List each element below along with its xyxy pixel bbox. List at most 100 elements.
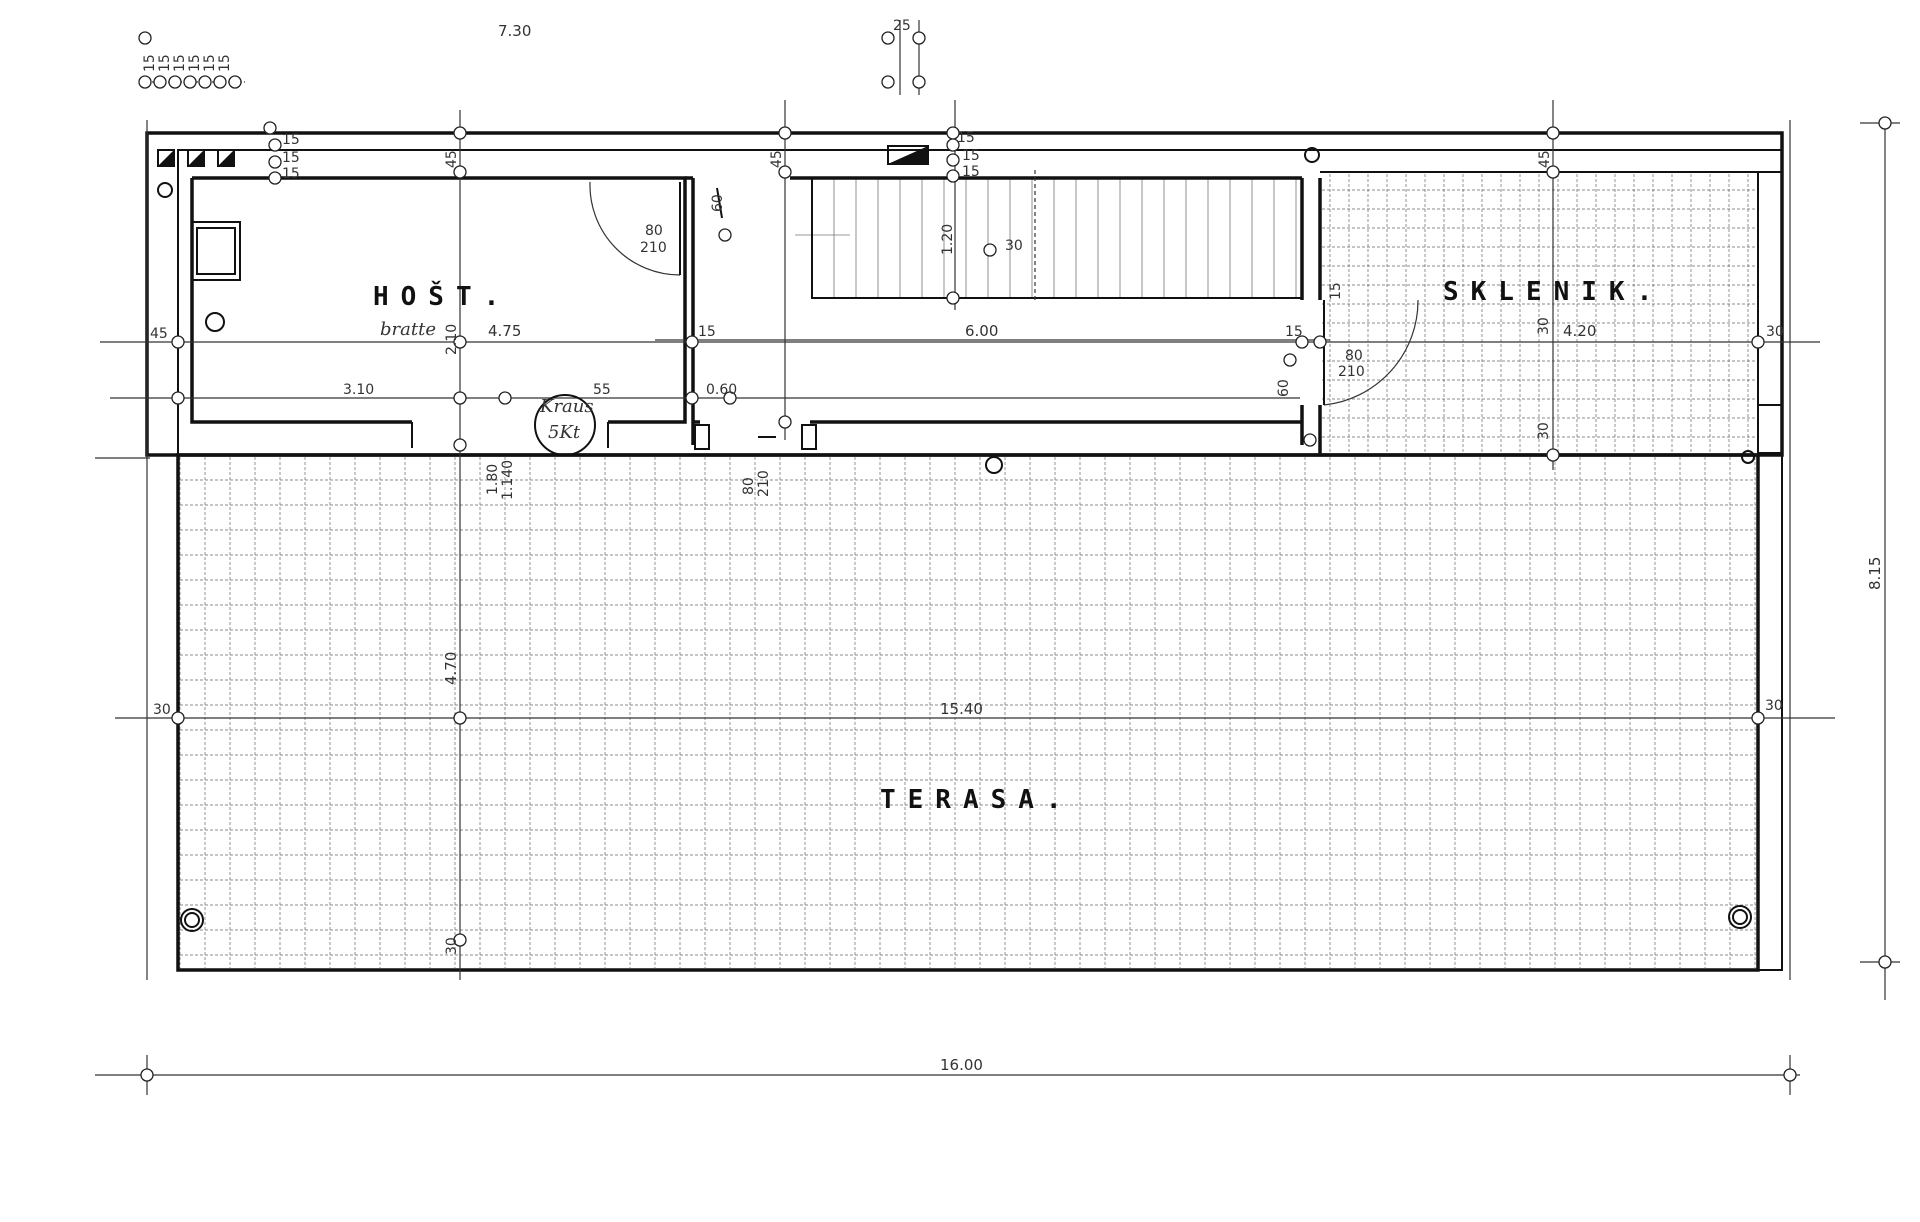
dimension-marker: [1546, 448, 1560, 462]
dim-door-b-210: 210: [1338, 364, 1365, 380]
dim-15-wall-left-1: 15: [282, 132, 300, 148]
room-label-terasa: TERASA.: [880, 785, 1074, 815]
dimension-lines: [95, 20, 1900, 1095]
dimension-marker: [723, 391, 737, 405]
dim-1540: 15.40: [940, 700, 983, 718]
dimension-marker: [263, 121, 277, 135]
dimension-marker: [138, 31, 152, 45]
handwritten-note-5kt: 5Kt: [548, 422, 581, 443]
dimension-marker: [171, 335, 185, 349]
dim-15-left: 15: [698, 324, 716, 340]
dim-60-b: 60: [1276, 379, 1292, 397]
interior-walls: [190, 171, 1783, 455]
dimension-marker: [778, 415, 792, 429]
dim-30-stair: 30: [1005, 238, 1023, 254]
dimension-marker: [171, 391, 185, 405]
dimension-marker: [1751, 711, 1765, 725]
dimension-marker: [138, 75, 152, 89]
dimension-marker: [213, 75, 227, 89]
greenhouse-tile-grid: [1322, 174, 1756, 453]
dimension-marker: [685, 335, 699, 349]
dimension-marker: [946, 153, 960, 167]
dim-15-wall-mid-2: 15: [962, 148, 980, 164]
room-label-host: HOŠT.: [373, 280, 511, 312]
dim-1140: 1.140: [500, 460, 516, 500]
dimension-marker: [498, 391, 512, 405]
dimension-marker: [228, 75, 242, 89]
dimension-marker: [453, 165, 467, 179]
dim-door-a-80: 80: [645, 223, 663, 239]
dim-15-right: 15: [1285, 324, 1303, 340]
dim-15-wall-mid-3: 15: [962, 164, 980, 180]
dimension-marker: [778, 165, 792, 179]
dim-600: 6.00: [965, 322, 998, 340]
dim-door-b-80: 80: [1345, 348, 1363, 364]
dim-15-wall-mid-1: 15: [957, 130, 975, 146]
dim-55: 55: [593, 382, 611, 398]
dimension-marker: [268, 171, 282, 185]
room-label-sklenik: SKLENIK.: [1443, 277, 1664, 307]
dimension-marker: [1295, 335, 1309, 349]
dim-15-wall-left-3: 15: [282, 166, 300, 182]
dim-475: 4.75: [488, 322, 521, 340]
dimension-marker: [912, 31, 926, 45]
terrace-tile-grid: [179, 457, 1756, 968]
dim-30-sk: 30: [1536, 422, 1552, 440]
staircase-treads: [795, 178, 1297, 298]
dim-120: 1.20: [940, 224, 956, 255]
dimension-marker: [778, 126, 792, 140]
dim-470: 4.70: [442, 652, 460, 685]
dim-door-c-80: 80: [741, 477, 757, 495]
dim-45-b: 45: [769, 150, 785, 168]
dim-310: 3.10: [343, 382, 374, 398]
dimension-marker: [183, 75, 197, 89]
dim-30-sk2: 30: [1536, 317, 1552, 335]
dim-2-10: 2.10: [444, 324, 460, 355]
dimension-marker: [1878, 116, 1892, 130]
dimension-marker: [1546, 165, 1560, 179]
dimension-marker: [946, 169, 960, 183]
dimension-marker: [453, 933, 467, 947]
dim-door-c-210: 210: [756, 470, 772, 497]
dim-180: 1.80: [485, 464, 501, 495]
dim-1600: 16.00: [940, 1056, 983, 1074]
dimension-marker: [1783, 1068, 1797, 1082]
outer-walls: [145, 131, 1784, 972]
dim-30-bottom: 30: [444, 937, 460, 955]
dim-45-d: 45: [150, 326, 168, 342]
dimension-marker: [168, 75, 182, 89]
dim-45-a: 45: [444, 150, 460, 168]
dim-420: 4.20: [1563, 322, 1596, 340]
dimension-marker: [685, 391, 699, 405]
dim-815: 8.15: [1866, 557, 1884, 590]
dimension-marker: [946, 291, 960, 305]
dimension-marker: [1751, 335, 1765, 349]
dimension-marker: [268, 138, 282, 152]
dimension-marker: [881, 75, 895, 89]
dim-25: 25: [893, 18, 911, 34]
dim-15-stack-5: 15: [202, 54, 218, 72]
dimension-marker: [453, 711, 467, 725]
dim-door-a-210: 210: [640, 240, 667, 256]
dimension-marker: [140, 1068, 154, 1082]
dimension-marker: [1878, 955, 1892, 969]
dimension-marker: [1283, 353, 1297, 367]
dimension-marker: [198, 75, 212, 89]
dim-30-left-mid: 30: [153, 702, 171, 718]
dimension-marker: [1313, 335, 1327, 349]
dimension-marker: [912, 75, 926, 89]
dimension-marker: [983, 243, 997, 257]
dim-15-stack-2: 15: [157, 54, 173, 72]
dim-15-stack-3: 15: [172, 54, 188, 72]
fixtures: [157, 145, 1755, 932]
dim-15-stack-1: 15: [142, 54, 158, 72]
dimension-marker: [718, 228, 732, 242]
dimension-marker: [881, 31, 895, 45]
dimension-marker: [453, 335, 467, 349]
dim-15-stack-4: 15: [187, 54, 203, 72]
dimension-marker: [946, 138, 960, 152]
dim-730: 7.30: [498, 22, 531, 40]
dimension-marker: [1303, 433, 1317, 447]
dim-45-c: 45: [1537, 150, 1553, 168]
